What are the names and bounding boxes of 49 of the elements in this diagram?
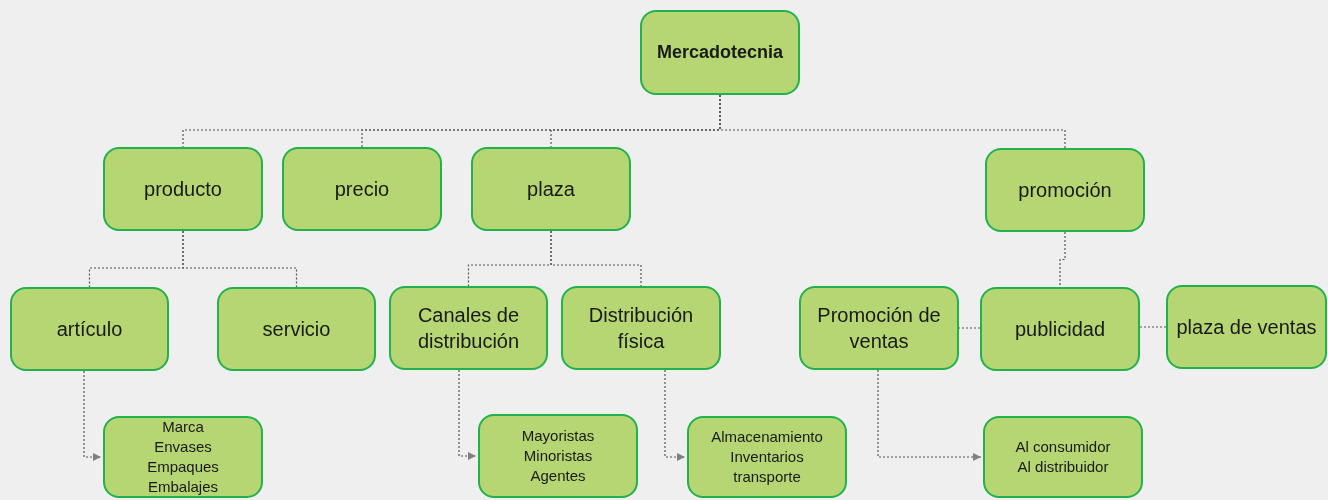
- topic-text: Mayoristas: [521, 426, 595, 446]
- topic-text: transporte: [733, 467, 801, 487]
- topic-text: Canales de distribución: [416, 303, 521, 354]
- topic-text: publicidad: [1014, 317, 1106, 342]
- topic-box: [103, 147, 263, 231]
- topic-text: artículo: [56, 317, 123, 342]
- topic-box: [687, 416, 847, 498]
- topic-text: Almacenamiento: [711, 427, 823, 447]
- topic-text: servicio: [262, 317, 331, 342]
- topic-text: plaza: [527, 177, 575, 202]
- connector-line: [719, 94, 1066, 149]
- topic-box: [282, 147, 442, 231]
- topic-box: [799, 286, 959, 370]
- topic-text: Promoción de ventas: [816, 303, 942, 354]
- topic-text: Al distribuidor: [1017, 457, 1109, 477]
- topic-text: Distribución física: [587, 303, 695, 354]
- topic-box: [640, 10, 800, 95]
- topic-box: [10, 287, 169, 371]
- topic-text: producto: [144, 177, 222, 202]
- topic-text: promoción: [1018, 178, 1112, 203]
- topic-text: Embalajes: [147, 477, 218, 497]
- topic-box: [478, 414, 638, 498]
- topic-text: Mercadotecnia: [656, 41, 783, 64]
- topic-text: Marca: [162, 417, 204, 437]
- topic-box: [561, 286, 721, 370]
- topic-text: Agentes: [530, 466, 586, 486]
- topic-box: [103, 416, 263, 498]
- topic-box: [1166, 285, 1327, 369]
- topic-box: [980, 287, 1140, 371]
- topic-box: [983, 416, 1143, 498]
- topic-box: [985, 148, 1145, 232]
- topic-box: [217, 287, 376, 371]
- topic-text: precio: [334, 177, 390, 202]
- arrow: [877, 369, 982, 461]
- topic-text: Envases: [154, 437, 212, 457]
- topic-text: plaza de ventas: [1176, 315, 1317, 340]
- topic-text: Empaques: [147, 457, 219, 477]
- topic-text: Minoristas: [523, 446, 593, 466]
- connector-line: [182, 230, 298, 288]
- connector-line: [1139, 326, 1167, 328]
- topic-text: Inventarios: [730, 447, 804, 467]
- topic-text: Al consumidor: [1015, 437, 1111, 457]
- connector-line: [550, 230, 642, 287]
- arrow: [664, 369, 686, 461]
- connector-line: [1059, 231, 1066, 288]
- arrow: [458, 369, 477, 460]
- topic-box: [471, 147, 631, 231]
- arrow: [83, 370, 102, 461]
- topic-box: [389, 286, 548, 370]
